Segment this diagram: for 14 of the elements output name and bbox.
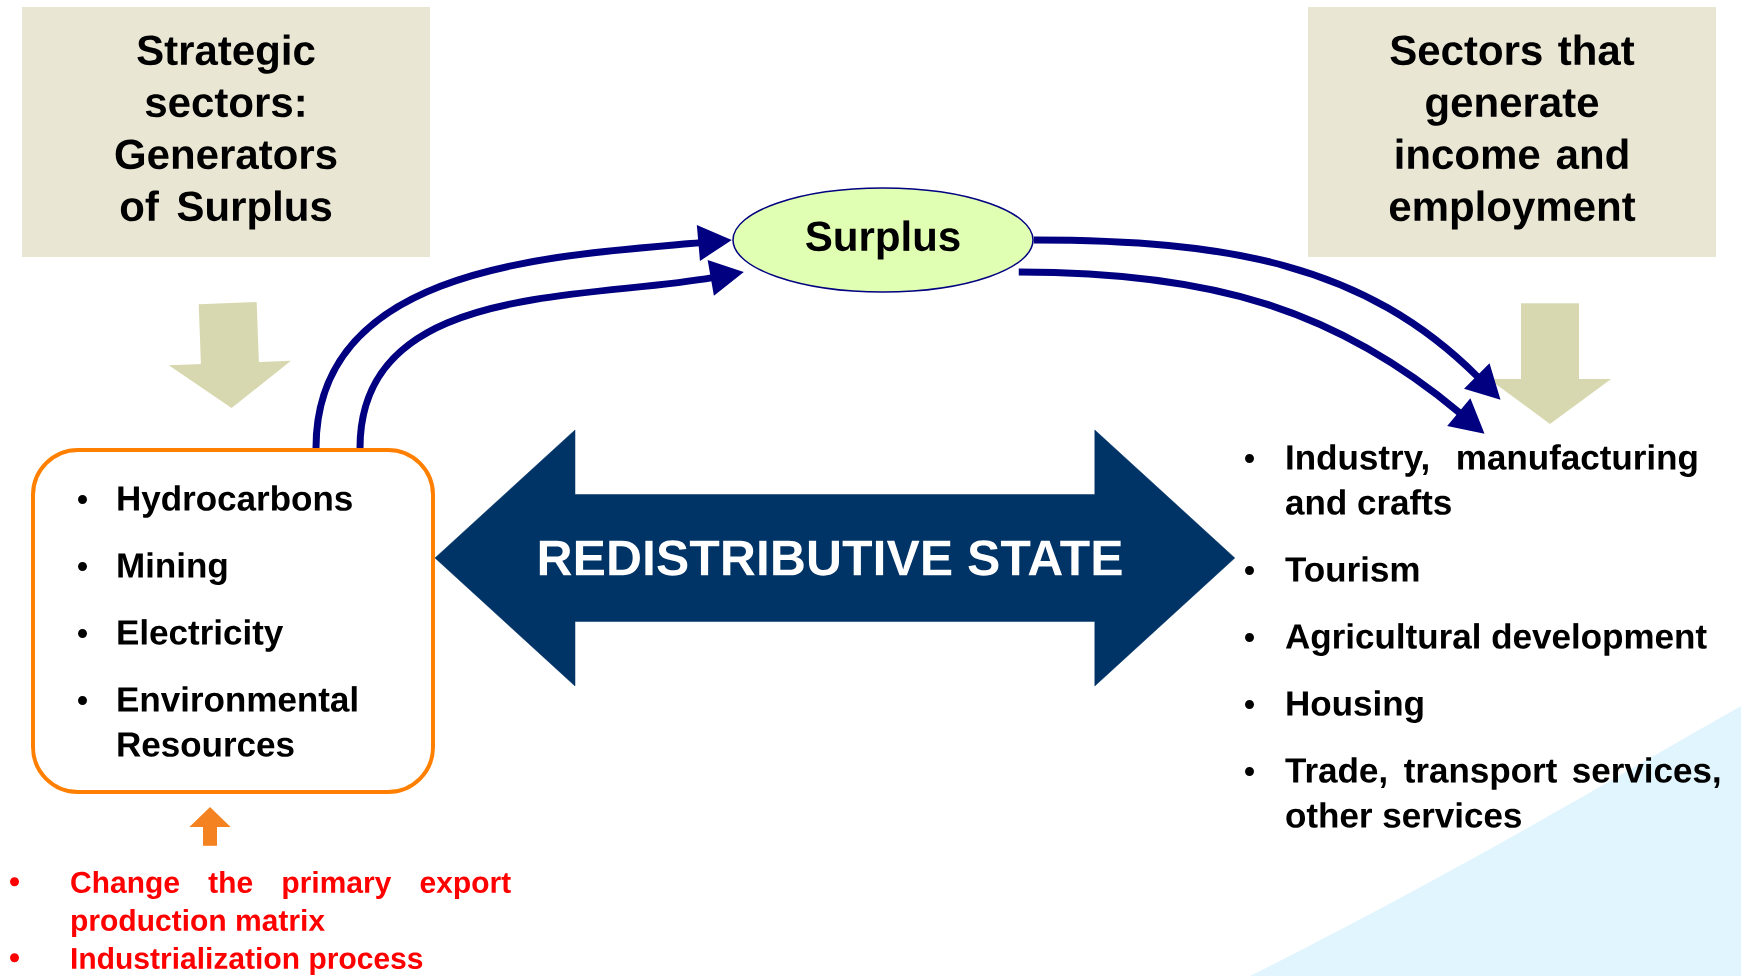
node-label: Housing	[1287, 690, 1423, 723]
title-box: Sectors that generate income and employment	[1308, 7, 1716, 257]
node-label: Change the primary export production matrix	[71, 871, 511, 937]
node-label: Industrialization process	[72, 947, 423, 975]
node-label: Industry, manufacturing and crafts	[1286, 444, 1697, 515]
sector-list: Industry, manufacturing and crafts Tourism Agricultural development Housing Trade, transport services, other services	[1245, 444, 1720, 828]
double-arrow	[434, 429, 1236, 687]
edge-label: REDISTRIBUTIVE STATE	[539, 540, 1122, 576]
node-label: Agricultural development	[1285, 623, 1707, 656]
node-label: Tourism	[1285, 556, 1419, 582]
sector-list-box: Hydrocarbons Mining Electricity Environmental Resources	[31, 448, 435, 794]
note-list: Change the primary export production matrix Industrialization process	[10, 871, 511, 975]
node-label: Trade, transport services, other services	[1285, 757, 1720, 828]
title-box: Strategic sectors: Generators of Surplus	[22, 7, 430, 257]
